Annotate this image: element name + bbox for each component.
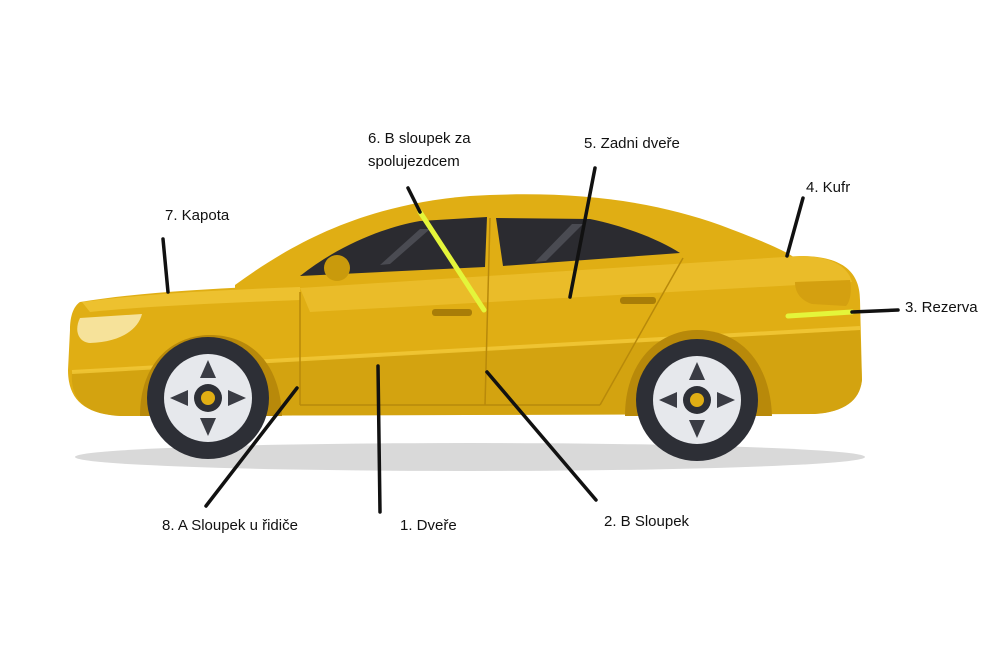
label-1-doors: 1. Dveře	[400, 517, 457, 534]
leader-line-7	[161, 237, 170, 294]
door-seam	[484, 217, 491, 406]
leader-line-1	[376, 364, 382, 514]
headlight	[77, 314, 142, 343]
label-6-b-pillar-passenger-line2: spolujezdcem	[368, 153, 460, 170]
spare-wheel-highlight	[785, 309, 855, 319]
label-4-trunk: 4. Kufr	[806, 179, 850, 196]
rear-wheel	[636, 339, 758, 461]
leader-line-3	[850, 308, 900, 314]
taillight	[795, 280, 851, 306]
label-8-a-pillar-driver: 8. A Sloupek u řidiče	[162, 517, 298, 534]
label-5-rear-doors: 5. Zadni dveře	[584, 135, 680, 152]
leader-line-2	[485, 370, 598, 502]
label-6-b-pillar-passenger-line1: 6. B sloupek za	[368, 130, 471, 147]
leader-line-8	[204, 386, 299, 508]
window-glint	[535, 224, 583, 262]
label-2-b-pillar: 2. B Sloupek	[604, 513, 690, 530]
leader-line-4	[785, 196, 805, 258]
front-wheel	[147, 337, 269, 459]
leader-lines	[161, 166, 900, 514]
window-glint	[380, 229, 430, 265]
trunk-highlight	[300, 256, 852, 312]
door-seam	[599, 257, 684, 406]
label-3-spare: 3. Rezerva	[905, 299, 978, 316]
rear-window	[496, 218, 680, 266]
label-7-hood: 7. Kapota	[165, 207, 230, 224]
hood-highlight	[82, 287, 300, 312]
leader-line-6	[406, 186, 422, 214]
b-pillar-passenger-highlight	[417, 209, 487, 313]
side-mirror	[324, 255, 350, 281]
rear-door-handle	[620, 297, 656, 304]
leader-line-5	[568, 166, 597, 299]
front-door-handle	[432, 309, 472, 316]
